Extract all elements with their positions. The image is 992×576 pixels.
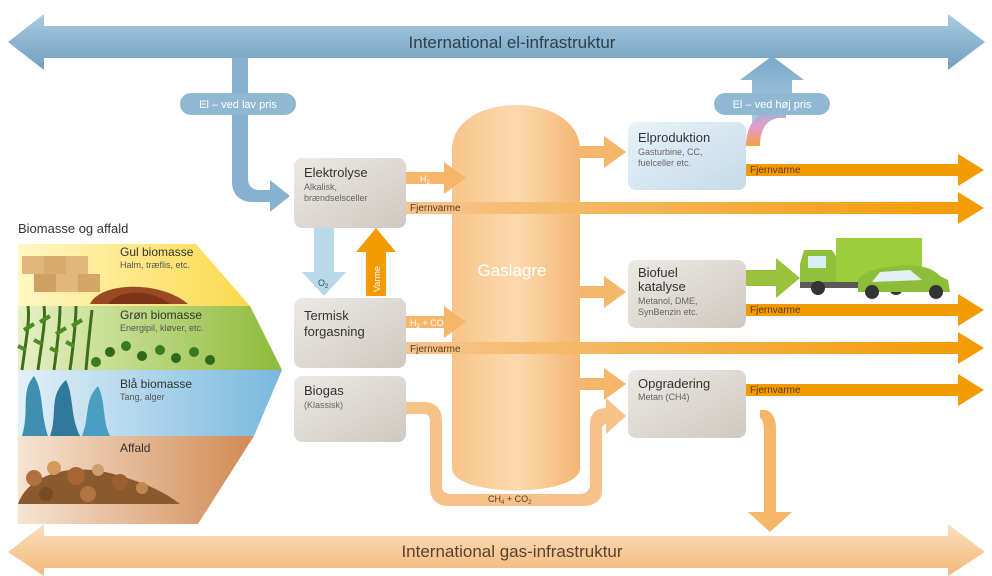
fjernvarme-label-4: Fjernvarme (750, 305, 801, 316)
green-biomass-band (18, 306, 282, 370)
biogas-pipe (404, 398, 626, 506)
varme-label: Varme (372, 266, 382, 292)
o2-flow: O2 (302, 228, 346, 296)
blue-biomass-title: Blå biomasse (120, 377, 192, 391)
opgradering-title: Opgradering (638, 376, 710, 391)
opgradering-sub: Metan (CH4) (638, 392, 690, 402)
elproduktion-title: Elproduktion (638, 130, 710, 145)
green-biomass-image (17, 305, 215, 371)
waste-title: Affald (120, 441, 150, 455)
biomass-heading: Biomasse og affald (18, 221, 128, 236)
yellow-biomass-title: Gul biomasse (120, 245, 194, 259)
opgradering-to-gas-flow (748, 410, 792, 532)
elproduktion-sub2: fuelceller etc. (638, 158, 691, 168)
el-low-price-flow: El – ved lav pris (180, 58, 296, 212)
termisk-title2: forgasning (304, 324, 365, 339)
biogas-box: Biogas (Klassisk) (294, 376, 406, 442)
ch4co2-label: CH4 + CO2 (488, 494, 532, 506)
elektrolyse-box: Elektrolyse Alkalisk, brændselsceller (294, 158, 406, 228)
varme-flow: Varme (356, 228, 396, 296)
green-biomass-sub: Energipil, kløver, etc. (120, 323, 204, 333)
biofuel-sub2: SynBenzin etc. (638, 307, 698, 317)
blue-biomass-band (18, 370, 282, 436)
h2-label: H2 (420, 174, 431, 186)
blue-biomass-image (22, 376, 110, 436)
el-high-price-flow: El – ved høj pris (714, 56, 830, 146)
fjernvarme-label-2: Fjernvarme (410, 344, 461, 355)
gas-infrastructure-label: International gas-infrastruktur (401, 542, 622, 561)
termisk-title1: Termisk (304, 308, 349, 323)
biogas-sub: (Klassisk) (304, 400, 343, 410)
gaslagre-tank: Gaslagre (452, 105, 580, 491)
elektrolyse-title: Elektrolyse (304, 165, 368, 180)
biofuel-title2: katalyse (638, 279, 686, 294)
biomass-panel: Biomasse og affald Gul biomasse Halm, tr… (17, 221, 282, 524)
el-low-price-label: El – ved lav pris (199, 99, 277, 111)
vehicles-image (800, 238, 950, 299)
biofuel-title1: Biofuel (638, 265, 678, 280)
blue-biomass-sub: Tang, alger (120, 392, 165, 402)
elektrolyse-sub2: brændselsceller (304, 193, 368, 203)
green-biomass-title: Grøn biomasse (120, 308, 202, 322)
el-low-price-badge (180, 93, 296, 115)
fjernvarme-label-3: Fjernvarme (750, 165, 801, 176)
biogas-title: Biogas (304, 383, 344, 398)
elproduktion-sub1: Gasturbine, CC, (638, 147, 703, 157)
el-high-price-label: El – ved høj pris (733, 99, 812, 111)
o2-label: O2 (318, 278, 329, 290)
yellow-biomass-sub: Halm, træflis, etc. (120, 260, 190, 270)
fjernvarme-label-1: Fjernvarme (410, 203, 461, 214)
el-high-price-badge (714, 93, 830, 115)
elektrolyse-sub1: Alkalisk, (304, 182, 337, 192)
biofuel-sub1: Metanol, DME, (638, 296, 698, 306)
termisk-box: Termisk forgasning (294, 298, 406, 368)
fjernvarme-arrows: Fjernvarme Fjernvarme Fjernvarme Fjernva… (402, 154, 984, 406)
gas-infrastructure-arrow: International gas-infrastruktur (8, 524, 985, 576)
elproduktion-box: Elproduktion Gasturbine, CC, fuelceller … (628, 122, 746, 190)
tank-flows: H2 H2 + CO (406, 136, 626, 400)
biofuel-to-vehicles-arrow (746, 258, 800, 298)
biofuel-box: Biofuel katalyse Metanol, DME, SynBenzin… (628, 260, 746, 328)
el-infrastructure-label: International el-infrastruktur (409, 33, 616, 52)
gaslagre-label: Gaslagre (478, 261, 547, 280)
el-infrastructure-arrow: International el-infrastruktur (8, 14, 985, 70)
h2co-label: H2 + CO (410, 318, 444, 330)
yellow-biomass-image (22, 256, 188, 304)
waste-image (18, 461, 180, 504)
opgradering-box: Opgradering Metan (CH4) (628, 370, 746, 438)
fjernvarme-label-5: Fjernvarme (750, 385, 801, 396)
